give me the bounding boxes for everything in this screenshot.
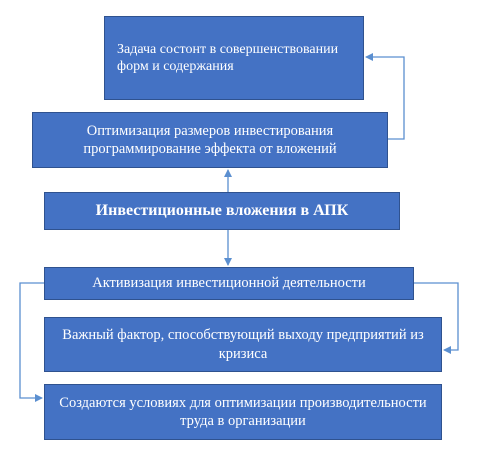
task-box: Задача состонт в совершенствовании форм … xyxy=(104,16,364,100)
investments-box: Инвестиционные вложения в АПК xyxy=(44,192,400,230)
task-box-label: Задача состонт в совершенствовании форм … xyxy=(117,41,339,75)
factor-box-label: Важный фактор, способствующий выходу пре… xyxy=(62,327,424,362)
optimization-box-label: Оптимизация размеров инвестирования прог… xyxy=(83,122,337,157)
investments-box-label: Инвестиционные вложения в АПК xyxy=(95,202,349,219)
conditions-box-label: Создаются условиях для оптимизации произ… xyxy=(59,394,427,429)
factor-box: Важный фактор, способствующий выходу пре… xyxy=(44,317,442,372)
activation-box: Активизация инвестиционной деятельности xyxy=(44,267,414,300)
conditions-box: Создаются условиях для оптимизации произ… xyxy=(44,384,442,440)
activation-box-label: Активизация инвестиционной деятельности xyxy=(92,275,366,292)
arrow-activation-to-conditions xyxy=(19,282,44,402)
optimization-box: Оптимизация размеров инвестирования прог… xyxy=(32,112,388,168)
